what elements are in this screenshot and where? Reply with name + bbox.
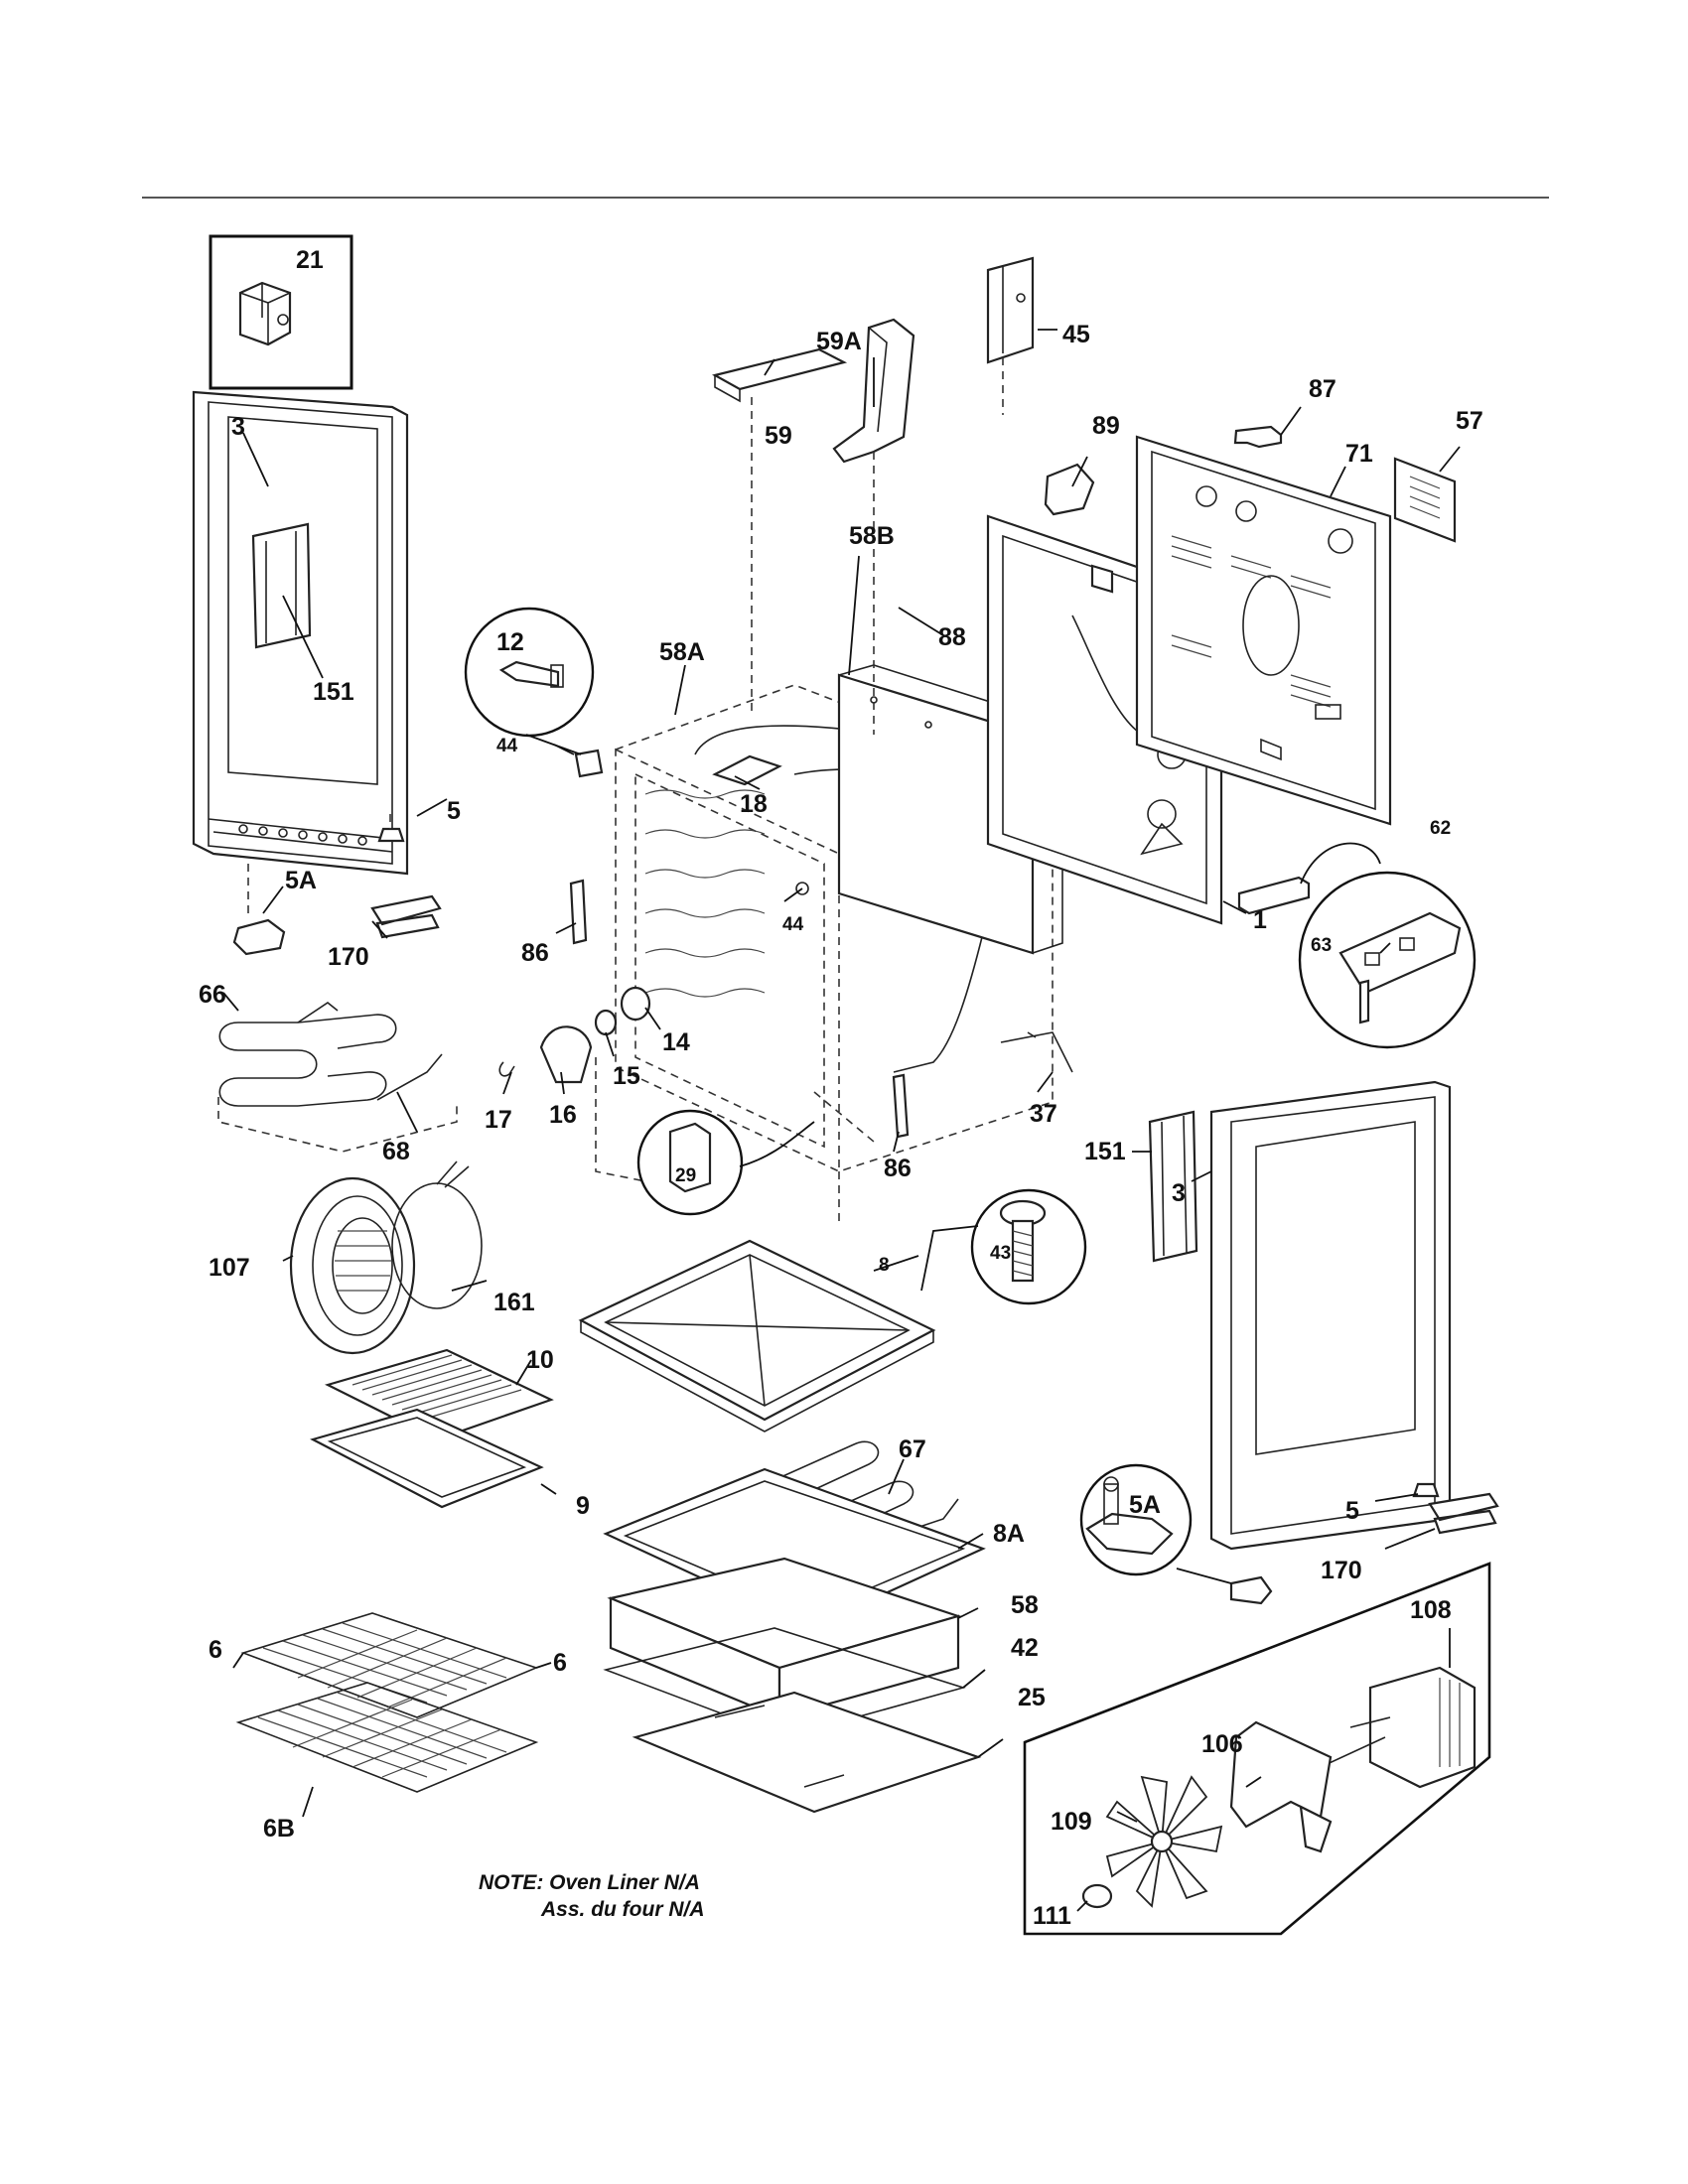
callout-161: 161: [493, 1289, 535, 1316]
note-line-2: Ass. du four N/A: [540, 1898, 705, 1921]
bracket-87: [1233, 425, 1283, 449]
callout-45: 45: [1062, 321, 1090, 348]
broil-pan-9: [310, 1408, 544, 1509]
duct-dashed-guides: [751, 357, 1004, 735]
leveling-leg-left: [232, 814, 442, 956]
callout-151-right: 151: [1084, 1138, 1126, 1165]
part-21-inset: [209, 234, 353, 390]
arrow-to-62: [1300, 842, 1381, 885]
bracket-89: [1044, 463, 1095, 516]
callout-71: 71: [1345, 440, 1373, 468]
callout-labels: 21 3 151 5 5A 170 66 68 12 44 58A 18 44 …: [199, 246, 1483, 1930]
callout-21: 21: [296, 246, 324, 274]
callout-59: 59: [765, 422, 792, 450]
callout-14: 14: [662, 1028, 690, 1056]
callout-8: 8: [879, 1255, 890, 1276]
broil-element-66: [217, 1002, 458, 1153]
callout-151-left: 151: [313, 678, 354, 706]
callout-107: 107: [209, 1254, 250, 1282]
callout-106: 106: [1201, 1730, 1243, 1758]
callout-67: 67: [899, 1435, 926, 1463]
callout-12: 12: [496, 628, 524, 656]
oven-cavity: [569, 684, 1054, 1221]
callout-6B: 6B: [263, 1815, 295, 1843]
callout-58A: 58A: [659, 638, 705, 666]
callout-68: 68: [382, 1138, 410, 1165]
leg-5A-inset: [1079, 1463, 1193, 1576]
screw-43-inset: [970, 1188, 1087, 1305]
sensor-12-inset: [464, 607, 595, 738]
callout-44-upper: 44: [496, 736, 518, 756]
insulation-58B: [837, 664, 1065, 955]
callout-5-left: 5: [447, 797, 461, 825]
oven-rack-6B: [235, 1682, 539, 1793]
callout-108: 108: [1410, 1596, 1452, 1624]
wire-37: [1000, 1031, 1073, 1073]
callout-43: 43: [990, 1243, 1011, 1264]
note-line-1: NOTE: Oven Liner N/A: [479, 1871, 700, 1894]
terminal-block-small: [1237, 876, 1311, 915]
panel-25: [632, 1691, 982, 1814]
callout-89: 89: [1092, 412, 1120, 440]
callout-15: 15: [613, 1062, 640, 1090]
rear-panel-71: [1135, 435, 1392, 826]
callout-86-left: 86: [521, 939, 549, 967]
callout-37: 37: [1030, 1100, 1057, 1128]
cover-plate-57: [1393, 457, 1457, 543]
callout-8A: 8A: [993, 1520, 1025, 1548]
callout-58: 58: [1011, 1591, 1039, 1619]
callout-111: 111: [1033, 1902, 1071, 1930]
callout-5A-left: 5A: [285, 867, 317, 894]
callout-1: 1: [1253, 906, 1267, 934]
callout-16: 16: [549, 1101, 577, 1129]
callout-62: 62: [1430, 818, 1451, 839]
callout-42: 42: [1011, 1634, 1039, 1662]
callout-170-right: 170: [1321, 1557, 1362, 1584]
callout-63: 63: [1311, 935, 1332, 956]
callout-17: 17: [485, 1106, 512, 1134]
callout-170-left: 170: [328, 943, 369, 971]
callout-57: 57: [1456, 407, 1483, 435]
callout-9: 9: [576, 1492, 590, 1520]
oven-bottom-8: [578, 1239, 936, 1433]
vent-trim-59: [712, 347, 848, 403]
callout-87: 87: [1309, 375, 1336, 403]
fan-cover-107: [289, 1176, 416, 1355]
callout-3-right: 3: [1172, 1179, 1186, 1207]
callout-109: 109: [1051, 1808, 1092, 1836]
callout-44-lower: 44: [782, 914, 804, 935]
callout-10: 10: [526, 1346, 554, 1374]
callout-6-left: 6: [209, 1636, 222, 1664]
leader-lines: [222, 329, 1461, 1912]
callout-66: 66: [199, 981, 226, 1009]
callout-6-right: 6: [553, 1649, 567, 1677]
insulation-block-58: [607, 1557, 962, 1719]
part-29-inset: [636, 1109, 744, 1216]
callout-58B: 58B: [849, 522, 895, 550]
lamp-parts: [498, 986, 651, 1084]
callout-18: 18: [740, 790, 768, 818]
callout-59A: 59A: [816, 328, 862, 355]
callout-5-right: 5: [1345, 1497, 1359, 1525]
convection-fan-inset: [1023, 1562, 1491, 1936]
callout-3-left: 3: [231, 413, 245, 441]
callout-5A-right: 5A: [1129, 1491, 1161, 1519]
leveling-leg-right: [1229, 1482, 1499, 1605]
callout-86-right: 86: [884, 1155, 912, 1182]
callout-25: 25: [1018, 1684, 1046, 1711]
oven-rack-6: [240, 1612, 539, 1718]
callout-29: 29: [675, 1165, 696, 1186]
vent-box-45: [986, 256, 1035, 364]
side-panel-right: [1148, 1080, 1452, 1551]
gasket-161: [391, 1160, 483, 1309]
callout-88: 88: [938, 623, 966, 651]
terminal-block-62-inset: [1298, 871, 1477, 1049]
